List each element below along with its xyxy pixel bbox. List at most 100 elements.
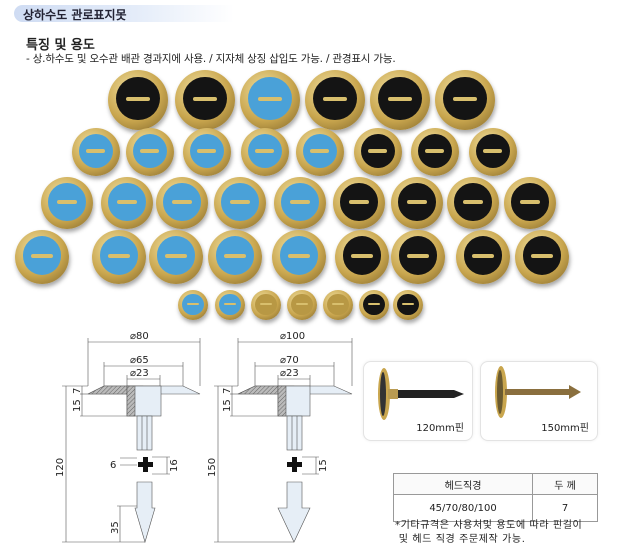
section-title: 상하수도 관로표지못 bbox=[23, 8, 127, 22]
pin-150-label: 150mm핀 bbox=[541, 423, 589, 434]
arrow-icon bbox=[132, 133, 168, 169]
marker-disc bbox=[241, 128, 289, 176]
marker-disc bbox=[92, 230, 146, 284]
marker-disc bbox=[515, 230, 569, 284]
drawing-120mm bbox=[62, 338, 201, 544]
arrow-icon bbox=[522, 236, 562, 276]
dim-thickness-7-right: 7 bbox=[222, 388, 233, 394]
marker-disc bbox=[305, 70, 365, 130]
marker-disc bbox=[504, 177, 556, 229]
marker-disc bbox=[393, 290, 423, 320]
marker-disc bbox=[126, 128, 174, 176]
custom-order-note: *기타규격은 사용처및 용도에 따라 핀길이 및 헤드 직경 주문제작 가능. bbox=[395, 519, 582, 547]
marker-disc bbox=[108, 70, 168, 130]
arrow-icon bbox=[215, 236, 255, 276]
marker-disc bbox=[272, 230, 326, 284]
arrow-icon bbox=[99, 236, 139, 276]
marker-disc bbox=[447, 177, 499, 229]
marker-disc bbox=[208, 230, 262, 284]
spec-table: 헤드직경 두 께 45/70/80/100 7 bbox=[393, 473, 598, 522]
marker-disc bbox=[72, 128, 120, 176]
note-line-2: 및 헤드 직경 주문제작 가능. bbox=[395, 534, 526, 545]
arrow-icon bbox=[189, 133, 225, 169]
features-description: - 상.하수도 및 오수관 배관 경과지에 사용. / 지자체 상징 삽입도 가… bbox=[26, 53, 396, 65]
arrow-icon bbox=[397, 293, 419, 316]
dim-cross-15: 15 bbox=[318, 459, 329, 472]
dim-cross-6: 6 bbox=[110, 460, 116, 471]
marker-disc bbox=[435, 70, 495, 130]
product-photo bbox=[0, 65, 635, 327]
marker-disc bbox=[214, 177, 266, 229]
arrow-icon bbox=[475, 133, 511, 169]
arrow-icon bbox=[340, 183, 378, 221]
arrow-icon bbox=[378, 77, 422, 121]
dim-thickness-7: 7 bbox=[72, 388, 83, 394]
arrow-icon bbox=[78, 133, 114, 169]
marker-disc bbox=[41, 177, 93, 229]
arrow-icon bbox=[182, 293, 204, 316]
table-row: 45/70/80/100 7 bbox=[393, 494, 598, 522]
arrow-icon bbox=[248, 77, 292, 121]
header-thickness: 두 께 bbox=[532, 473, 598, 495]
dim-length-120: 120 bbox=[55, 458, 66, 477]
marker-disc bbox=[15, 230, 69, 284]
arrow-icon bbox=[342, 236, 382, 276]
marker-disc bbox=[391, 177, 443, 229]
pin-120-image bbox=[378, 368, 464, 420]
arrow-icon bbox=[247, 133, 283, 169]
arrow-icon bbox=[398, 183, 436, 221]
drawing-150mm bbox=[214, 338, 353, 543]
arrow-icon bbox=[417, 133, 453, 169]
arrow-icon bbox=[48, 183, 86, 221]
marker-disc bbox=[354, 128, 402, 176]
dim-outer-100: ⌀100 bbox=[280, 331, 305, 342]
note-line-1: *기타규격은 사용처및 용도에 따라 핀길이 bbox=[395, 520, 583, 531]
arrow-icon bbox=[281, 183, 319, 221]
marker-disc bbox=[240, 70, 300, 130]
marker-disc bbox=[287, 290, 317, 320]
marker-disc bbox=[274, 177, 326, 229]
arrow-icon bbox=[398, 236, 438, 276]
dim-stem-23-right: ⌀23 bbox=[280, 368, 299, 379]
header-head-diameter: 헤드직경 bbox=[393, 473, 533, 495]
marker-disc bbox=[359, 290, 389, 320]
arrow-icon bbox=[291, 293, 313, 316]
dim-hub-15: 15 bbox=[72, 399, 83, 412]
technical-drawings: ⌀80 ⌀65 ⌀23 7 15 120 6 16 35 ⌀100 ⌀70 ⌀2… bbox=[55, 331, 353, 544]
arrow-icon bbox=[454, 183, 492, 221]
marker-disc bbox=[333, 177, 385, 229]
marker-disc bbox=[101, 177, 153, 229]
dim-inner-65: ⌀65 bbox=[130, 355, 149, 366]
arrow-icon bbox=[219, 293, 241, 316]
cell-head-diameter: 45/70/80/100 bbox=[393, 494, 533, 522]
marker-disc bbox=[156, 177, 208, 229]
marker-disc bbox=[469, 128, 517, 176]
cell-thickness: 7 bbox=[532, 494, 598, 522]
marker-disc bbox=[370, 70, 430, 130]
marker-disc bbox=[183, 128, 231, 176]
arrow-icon bbox=[116, 77, 160, 121]
arrow-icon bbox=[183, 77, 227, 121]
pin-photo-150: 150mm핀 bbox=[480, 361, 598, 441]
dim-stem-23: ⌀23 bbox=[130, 368, 149, 379]
pin-120-label: 120mm핀 bbox=[416, 423, 464, 434]
dim-inner-70: ⌀70 bbox=[280, 355, 299, 366]
pin-photo-120: 120mm핀 bbox=[363, 361, 473, 441]
arrow-icon bbox=[463, 236, 503, 276]
marker-disc bbox=[175, 70, 235, 130]
arrow-icon bbox=[443, 77, 487, 121]
arrow-icon bbox=[279, 236, 319, 276]
arrow-icon bbox=[327, 293, 349, 316]
arrow-icon bbox=[221, 183, 259, 221]
arrow-icon bbox=[511, 183, 549, 221]
dim-hub-15-right: 15 bbox=[222, 399, 233, 412]
dim-length-150: 150 bbox=[207, 458, 218, 477]
marker-disc bbox=[411, 128, 459, 176]
features-title: 특징 및 용도 bbox=[26, 38, 95, 53]
marker-disc bbox=[456, 230, 510, 284]
arrow-icon bbox=[363, 293, 385, 316]
arrow-icon bbox=[22, 236, 62, 276]
pin-150-image bbox=[495, 366, 581, 418]
arrow-icon bbox=[302, 133, 338, 169]
